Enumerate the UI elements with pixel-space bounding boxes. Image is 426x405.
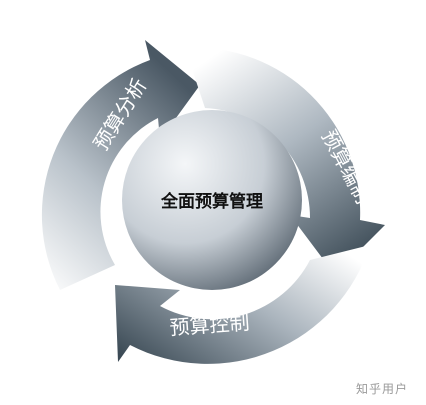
arc-label-control: 预算控制 [169,310,250,340]
arc-analysis [41,40,200,290]
arc-budget [185,47,385,275]
center-label: 全面预算管理 [160,191,263,212]
arc-control [115,245,370,364]
center-circle [122,110,302,290]
watermark-text: 知乎用户 [355,382,408,396]
